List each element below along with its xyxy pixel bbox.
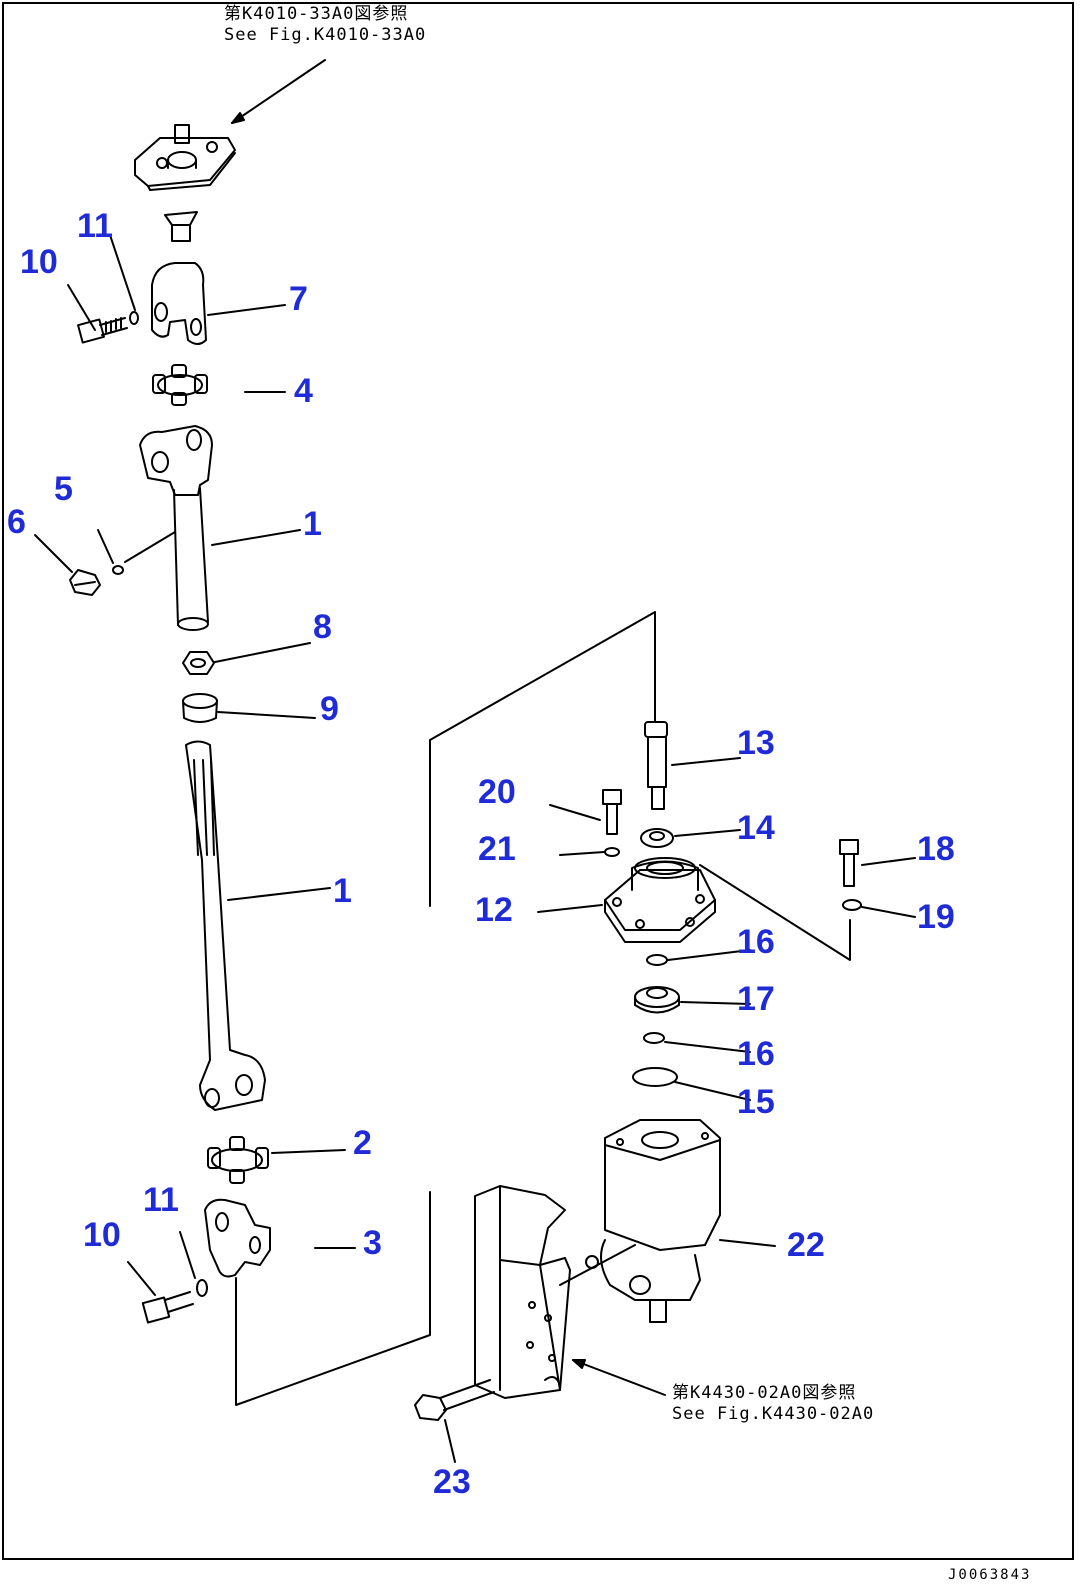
reference-note-top-en: See Fig.K4010-33A0 — [224, 25, 427, 45]
bolt-part-10-top — [67, 234, 139, 344]
callout-1-lower: 1 — [333, 872, 352, 910]
grease-fitting-part-6 — [34, 529, 176, 596]
bolt-part-10-bottom — [127, 1231, 208, 1324]
shaft-part-13 — [644, 721, 741, 810]
reference-note-bottom: 第K4430-02A0図参照 See Fig.K4430-02A0 — [672, 1383, 874, 1425]
assembly-leader-lines — [235, 611, 851, 1406]
column-flange-part — [134, 124, 236, 191]
bolt-part-23 — [414, 1379, 495, 1463]
callout-2: 2 — [353, 1124, 372, 1162]
callout-11-top: 11 — [77, 207, 113, 245]
lower-shaft-part-1 — [185, 740, 331, 1111]
reference-note-bottom-jp: 第K4430-02A0図参照 — [672, 1383, 857, 1403]
joint-piece — [164, 211, 198, 242]
callout-10-top: 10 — [20, 243, 58, 281]
callout-16-lower: 16 — [737, 1035, 775, 1073]
collar-part-9 — [182, 693, 316, 723]
callout-8: 8 — [313, 608, 332, 646]
drawing-frame — [2, 2, 1074, 1560]
snap-ring-part-16-upper — [646, 949, 751, 966]
callout-18: 18 — [917, 830, 955, 868]
callout-21: 21 — [478, 830, 516, 868]
mounting-bracket — [474, 1185, 636, 1399]
nut-part-8 — [182, 642, 311, 675]
seal-part-14 — [640, 828, 741, 848]
yoke-part-7 — [151, 262, 286, 345]
callout-3: 3 — [363, 1224, 382, 1262]
callout-16-upper: 16 — [737, 923, 775, 961]
callout-1-upper: 1 — [303, 505, 322, 543]
snap-ring-part-16-lower — [643, 1032, 751, 1053]
callout-4: 4 — [294, 372, 313, 410]
callout-11-bottom: 11 — [143, 1181, 179, 1219]
cross-spider-part-4 — [152, 364, 286, 406]
callout-13: 13 — [737, 724, 775, 762]
callout-10-bottom: 10 — [83, 1216, 121, 1254]
reference-note-bottom-en: See Fig.K4430-02A0 — [672, 1404, 875, 1424]
callout-20: 20 — [478, 773, 516, 811]
callout-17: 17 — [737, 980, 775, 1018]
callout-22: 22 — [787, 1226, 825, 1264]
callout-9: 9 — [320, 690, 339, 728]
housing-part-12 — [537, 857, 716, 943]
upper-shaft-part-1 — [139, 425, 301, 631]
callout-12: 12 — [475, 891, 513, 929]
callout-19: 19 — [917, 898, 955, 936]
callout-7: 7 — [289, 280, 308, 318]
callout-6: 6 — [7, 503, 26, 541]
reference-arrow-top — [231, 59, 326, 124]
reference-note-top-jp: 第K4010-33A0図参照 — [224, 4, 409, 24]
callout-5: 5 — [54, 470, 73, 508]
snap-ring-part-15 — [632, 1067, 751, 1101]
document-id: J0063843 — [948, 1567, 1032, 1583]
bearing-part-17 — [634, 986, 751, 1014]
cross-spider-part-2 — [207, 1136, 346, 1184]
reference-note-top: 第K4010-33A0図参照 See Fig.K4010-33A0 — [224, 4, 426, 46]
bolt-part-20 — [549, 789, 622, 857]
callout-23: 23 — [433, 1463, 471, 1501]
callout-14: 14 — [737, 809, 775, 847]
yoke-part-3 — [204, 1198, 356, 1278]
steering-unit-part-22 — [585, 1119, 776, 1323]
bolt-part-18 — [839, 839, 916, 918]
callout-15: 15 — [737, 1083, 775, 1121]
reference-arrow-bottom — [572, 1359, 666, 1396]
